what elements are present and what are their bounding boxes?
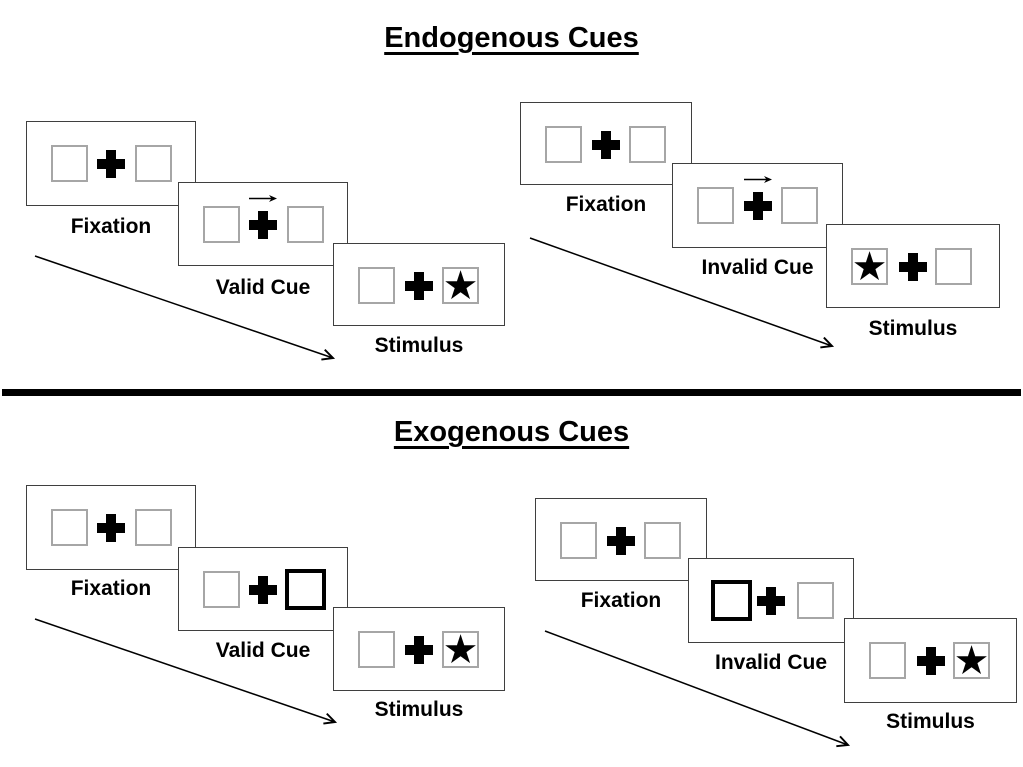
fixation-cross-icon bbox=[249, 211, 277, 239]
exogenous-invalid-cue-panel bbox=[688, 558, 854, 643]
right-target-box: ★ bbox=[442, 627, 479, 673]
fixation-cross-icon bbox=[899, 253, 927, 281]
exogenous-valid-stimulus-panel: ★ bbox=[333, 607, 505, 691]
left-highlighted-cue-box bbox=[711, 580, 752, 621]
left-placeholder-box bbox=[203, 206, 240, 243]
exogenous-invalid-fixation-panel bbox=[535, 498, 707, 581]
fixation-cross-icon bbox=[97, 150, 125, 178]
endogenous-invalid-stimulus-panel: ★ bbox=[826, 224, 1000, 308]
fixation-cross-icon bbox=[97, 514, 125, 542]
left-target-box: ★ bbox=[851, 244, 888, 290]
left-placeholder-box bbox=[51, 145, 88, 182]
right-highlighted-cue-box bbox=[285, 569, 326, 610]
endogenous-invalid-cue-panel bbox=[672, 163, 843, 248]
section-divider bbox=[2, 389, 1021, 396]
star-icon: ★ bbox=[851, 244, 888, 290]
step-label-stimulus: Stimulus bbox=[374, 334, 464, 357]
right-target-box: ★ bbox=[442, 263, 479, 309]
fixation-cross-icon bbox=[592, 131, 620, 159]
endogenous-invalid-fixation-panel bbox=[520, 102, 692, 185]
right-placeholder-box bbox=[935, 248, 972, 285]
star-icon: ★ bbox=[953, 638, 990, 684]
right-placeholder-box bbox=[629, 126, 666, 163]
timeline-arrow bbox=[529, 237, 835, 349]
step-label-stimulus: Stimulus bbox=[374, 698, 464, 721]
left-placeholder-box bbox=[697, 187, 734, 224]
left-placeholder-box bbox=[358, 267, 395, 304]
right-placeholder-box bbox=[781, 187, 818, 224]
step-label-fixation: Fixation bbox=[580, 589, 662, 612]
step-label-fixation: Fixation bbox=[70, 215, 152, 238]
left-placeholder-box bbox=[203, 571, 240, 608]
timeline-arrow bbox=[34, 255, 336, 361]
left-placeholder-box bbox=[545, 126, 582, 163]
right-placeholder-box bbox=[797, 582, 834, 619]
fixation-cross-icon bbox=[743, 192, 772, 220]
exogenous-valid-fixation-panel bbox=[26, 485, 196, 570]
star-icon: ★ bbox=[442, 263, 479, 309]
endogenous-valid-stimulus-panel: ★ bbox=[333, 243, 505, 326]
right-placeholder-box bbox=[644, 522, 681, 559]
fixation-cross-icon bbox=[405, 636, 433, 664]
star-icon: ★ bbox=[442, 627, 479, 673]
right-target-box: ★ bbox=[953, 638, 990, 684]
left-placeholder-box bbox=[869, 642, 906, 679]
step-label-fixation: Fixation bbox=[70, 577, 152, 600]
fixation-cross-icon bbox=[405, 272, 433, 300]
exogenous-invalid-stimulus-panel: ★ bbox=[844, 618, 1017, 703]
fixation-cross-icon bbox=[916, 647, 945, 675]
right-placeholder-box bbox=[135, 145, 172, 182]
fixation-cross-icon bbox=[757, 587, 785, 615]
step-label-stimulus: Stimulus bbox=[886, 710, 975, 733]
section-title-exogenous: Exogenous Cues bbox=[393, 416, 630, 448]
step-label-invalid-cue: Invalid Cue bbox=[701, 256, 814, 279]
left-placeholder-box bbox=[51, 509, 88, 546]
step-label-stimulus: Stimulus bbox=[868, 317, 958, 340]
timeline-arrow bbox=[544, 630, 851, 748]
step-label-fixation: Fixation bbox=[565, 193, 647, 216]
fixation-cross-icon bbox=[607, 527, 635, 555]
right-placeholder-box bbox=[135, 509, 172, 546]
endogenous-valid-fixation-panel bbox=[26, 121, 196, 206]
fixation-cross-icon bbox=[249, 576, 277, 604]
endogenous-valid-cue-panel bbox=[178, 182, 348, 266]
left-placeholder-box bbox=[560, 522, 597, 559]
step-label-invalid-cue: Invalid Cue bbox=[714, 651, 828, 674]
cue-arrow-icon bbox=[743, 176, 772, 183]
left-placeholder-box bbox=[358, 631, 395, 668]
section-title-endogenous: Endogenous Cues bbox=[384, 22, 639, 54]
step-label-valid-cue: Valid Cue bbox=[215, 276, 311, 299]
step-label-valid-cue: Valid Cue bbox=[215, 639, 311, 662]
right-placeholder-box bbox=[287, 206, 324, 243]
cue-arrow-icon bbox=[249, 195, 277, 202]
exogenous-valid-cue-panel bbox=[178, 547, 348, 631]
timeline-arrow bbox=[34, 618, 338, 725]
